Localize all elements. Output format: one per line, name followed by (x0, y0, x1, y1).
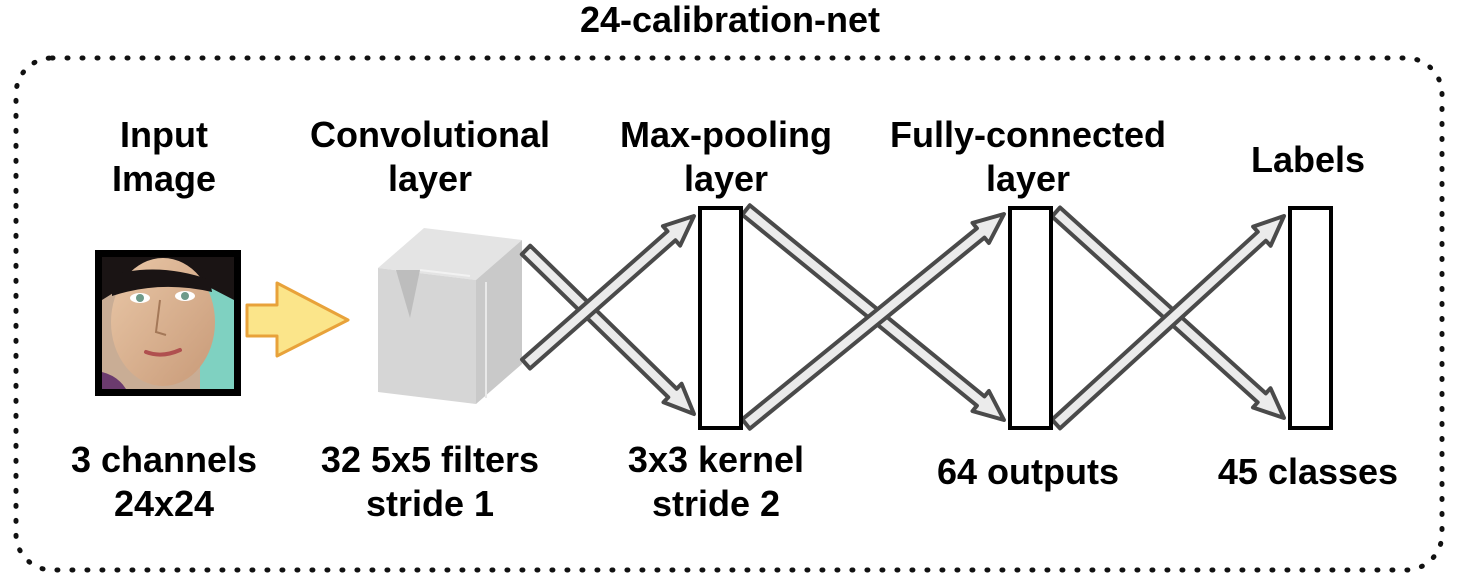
labels-footer: 45 classes (1196, 450, 1420, 494)
header-line: layer (387, 158, 473, 199)
labels-header: Labels (1218, 138, 1398, 182)
header-line: layer (985, 158, 1071, 199)
input-image (95, 250, 241, 396)
footer-line: 3x3 kernel (627, 439, 805, 480)
header-line: Max-pooling (620, 114, 832, 155)
footer-line: 32 5x5 filters (320, 439, 540, 480)
conv-layer-header: Convolutional layer (290, 113, 570, 201)
network-frame (13, 55, 1445, 573)
diagram-title: 24-calibration-net (579, 0, 881, 40)
header-line: Convolutional (310, 114, 550, 155)
connector-arrows (519, 203, 1286, 431)
footer-line: 24x24 (113, 483, 215, 524)
maxpool-layer-footer: 3x3 kernel stride 2 (598, 438, 834, 526)
connector-arrow (520, 214, 696, 371)
conv-layer-footer: 32 5x5 filters stride 1 (296, 438, 564, 526)
footer-line: 64 outputs (936, 451, 1119, 492)
footer-line: stride 1 (365, 483, 495, 524)
maxpool-layer-header: Max-pooling layer (596, 113, 856, 201)
header-line: Fully-connected (889, 114, 1167, 155)
labels-layer-bar (1288, 206, 1333, 430)
conv-block (378, 228, 522, 404)
footer-line: 3 channels (70, 439, 258, 480)
connector-arrow (1050, 214, 1286, 431)
connector-arrow (740, 212, 1006, 431)
header-line: Input (120, 114, 208, 155)
header-line: Image (111, 158, 217, 199)
footer-line: stride 2 (651, 483, 781, 524)
fc-layer-footer: 64 outputs (900, 450, 1156, 494)
fc-layer-header: Fully-connected layer (868, 113, 1188, 201)
input-image-footer: 3 channels 24x24 (44, 438, 284, 526)
maxpool-layer-bar (698, 206, 743, 430)
input-arrow (245, 281, 350, 358)
connector-arrow (519, 243, 696, 416)
input-image-header: Input Image (64, 113, 264, 201)
fc-layer-bar (1008, 206, 1053, 430)
header-line: layer (683, 158, 769, 199)
footer-line: 45 classes (1217, 451, 1399, 492)
header-line: Labels (1250, 139, 1366, 180)
